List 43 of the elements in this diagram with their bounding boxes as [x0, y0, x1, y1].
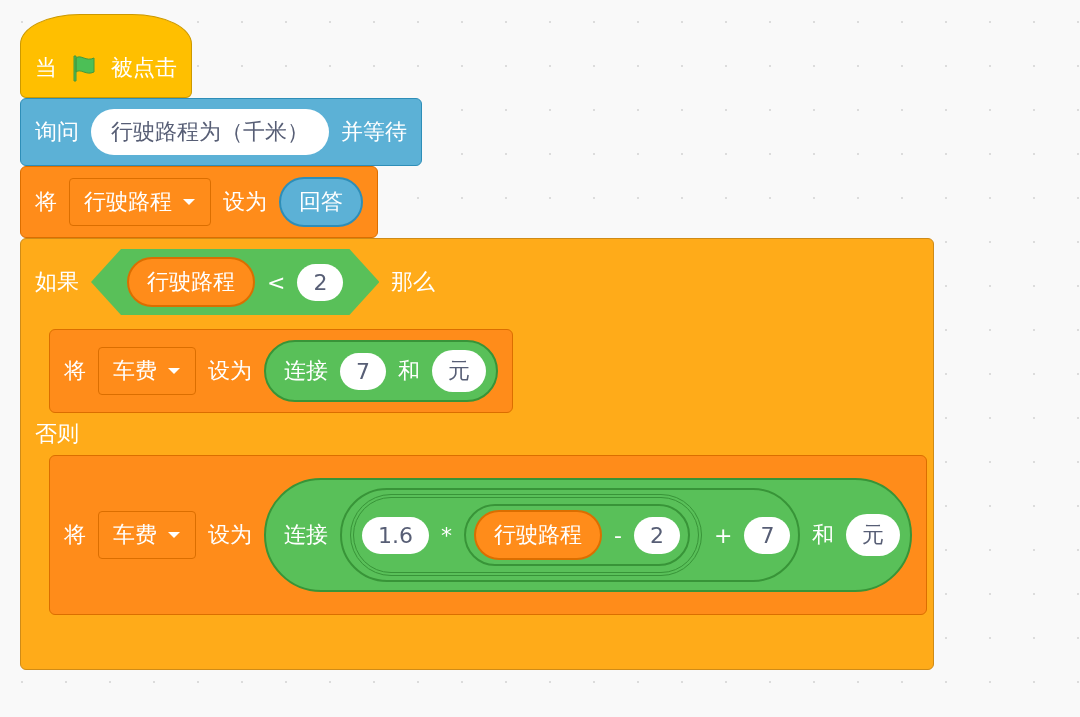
number-field: 2 — [297, 263, 344, 301]
block-label: 设为 — [208, 357, 252, 385]
number-field: 1.6 — [362, 516, 429, 554]
block-label: 当 — [35, 54, 57, 82]
number-field: 7 — [340, 352, 386, 390]
command-block — [49, 455, 928, 615]
reporter-block — [464, 504, 690, 566]
block-label: 将 — [64, 357, 86, 385]
block-label: 被点击 — [111, 54, 177, 82]
block-label: * — [441, 522, 452, 548]
block-label: 连接 — [284, 357, 328, 385]
block-label: 那么 — [391, 268, 436, 296]
block-label: 将 — [64, 521, 86, 549]
reporter-block: 回答 — [279, 177, 363, 227]
number-field: 7 — [744, 516, 791, 554]
block-label: < — [267, 269, 286, 295]
command-block — [20, 166, 378, 238]
block-label: 否则 — [35, 420, 79, 448]
block-label: 询问 — [35, 118, 79, 146]
block-label: 并等待 — [341, 118, 407, 146]
block-label: 连接 — [284, 521, 328, 549]
hat-block — [20, 14, 192, 98]
text-field: 行驶路程为（千米） — [91, 109, 329, 155]
number-field: 2 — [633, 516, 680, 554]
command-block — [49, 329, 513, 413]
number-field: 元 — [846, 514, 901, 556]
block-label: 如果 — [35, 268, 79, 296]
block-label: + — [713, 522, 733, 548]
dropdown-menu: 车费 — [98, 511, 196, 559]
number-field: 元 — [432, 350, 486, 392]
dropdown-menu: 车费 — [98, 347, 196, 395]
block-label: 和 — [812, 521, 835, 549]
dropdown-menu: 行驶路程 — [69, 178, 211, 226]
reporter-block: 行驶路程 — [474, 510, 602, 560]
block-label: 将 — [35, 188, 57, 216]
block-label: 和 — [398, 357, 420, 385]
reporter-block: 行驶路程 — [127, 257, 255, 307]
block-label: 设为 — [208, 521, 252, 549]
reporter-block — [350, 494, 702, 576]
command-block — [20, 98, 422, 166]
if-else-block — [20, 238, 935, 670]
block-label: 设为 — [223, 188, 267, 216]
block-label: - — [614, 522, 622, 548]
